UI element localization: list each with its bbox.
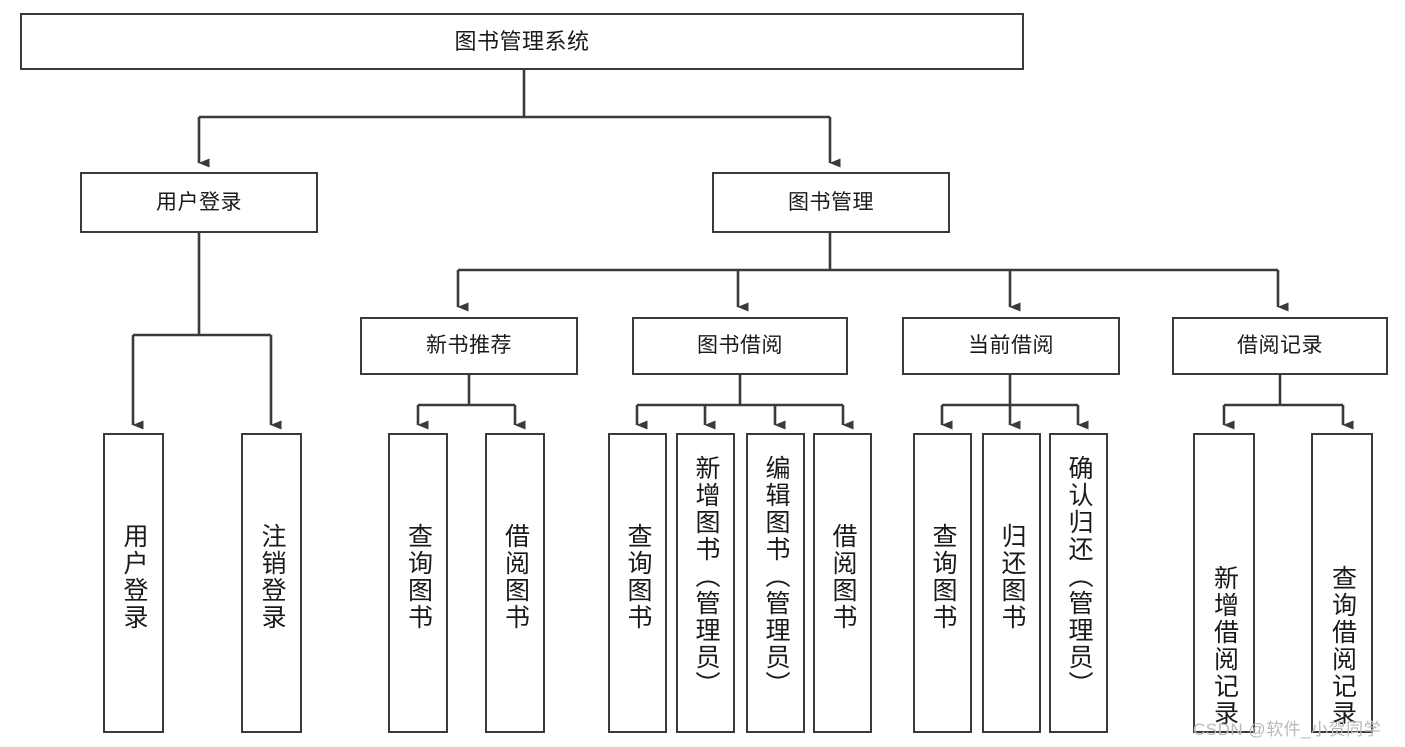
leaf-user-login[interactable]: 用户登录 xyxy=(103,433,164,733)
node-label: 编辑图书（管理员） xyxy=(762,455,790,698)
leaf-query-book-current[interactable]: 查询图书 xyxy=(913,433,972,733)
leaf-borrow-book-recommend[interactable]: 借阅图书 xyxy=(485,433,545,733)
leaf-add-book-admin[interactable]: 新增图书（管理员） xyxy=(676,433,735,733)
leaf-borrow-book[interactable]: 借阅图书 xyxy=(813,433,872,733)
node-label: 新增图书（管理员） xyxy=(692,455,720,698)
node-root-system[interactable]: 图书管理系统 xyxy=(20,13,1024,70)
node-label: 图书管理系统 xyxy=(454,28,590,54)
leaf-edit-book-admin[interactable]: 编辑图书（管理员） xyxy=(746,433,805,733)
leaf-user-logout[interactable]: 注销登录 xyxy=(241,433,302,733)
node-user-login[interactable]: 用户登录 xyxy=(80,172,318,233)
node-label: 图书管理 xyxy=(788,190,874,214)
node-label: 图书借阅 xyxy=(697,334,783,358)
leaf-confirm-return-admin[interactable]: 确认归还（管理员） xyxy=(1049,433,1108,733)
node-label: 查询图书 xyxy=(929,523,957,631)
node-book-borrow[interactable]: 图书借阅 xyxy=(632,317,848,375)
node-label: 借阅记录 xyxy=(1237,334,1323,358)
leaf-return-book[interactable]: 归还图书 xyxy=(982,433,1041,733)
node-label: 查询借阅记录 xyxy=(1328,565,1357,727)
node-label: 归还图书 xyxy=(998,523,1026,631)
node-label: 新增借阅记录 xyxy=(1210,565,1239,727)
leaf-query-book-borrow[interactable]: 查询图书 xyxy=(608,433,667,733)
node-label: 借阅图书 xyxy=(829,523,857,631)
node-label: 注销登录 xyxy=(258,523,286,631)
node-borrow-record[interactable]: 借阅记录 xyxy=(1172,317,1388,375)
node-new-book-recommend[interactable]: 新书推荐 xyxy=(360,317,578,375)
node-label: 借阅图书 xyxy=(501,523,530,631)
csdn-watermark: CSDN @软件_小贺同学 xyxy=(1193,720,1382,739)
node-label: 用户登录 xyxy=(156,190,242,214)
node-label: 确认归还（管理员） xyxy=(1065,455,1093,698)
node-label: 新书推荐 xyxy=(426,334,512,358)
node-label: 当前借阅 xyxy=(968,334,1054,358)
leaf-add-borrow-record[interactable]: 新增借阅记录 xyxy=(1193,433,1255,733)
node-label: 用户登录 xyxy=(120,523,148,631)
node-label: 查询图书 xyxy=(624,523,652,631)
node-book-management[interactable]: 图书管理 xyxy=(712,172,950,233)
leaf-query-borrow-record[interactable]: 查询借阅记录 xyxy=(1311,433,1373,733)
node-label: 查询图书 xyxy=(404,523,433,631)
leaf-query-book-recommend[interactable]: 查询图书 xyxy=(388,433,448,733)
node-current-borrow[interactable]: 当前借阅 xyxy=(902,317,1120,375)
